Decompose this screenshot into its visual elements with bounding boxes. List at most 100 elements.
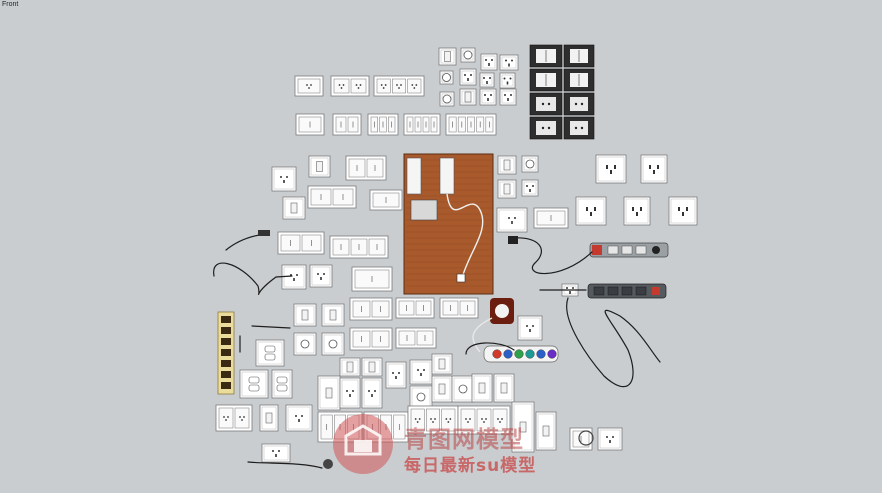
multi-gang-plate[interactable] [295,113,325,136]
wall-plate[interactable] [511,401,535,453]
wall-plate[interactable] [517,315,543,341]
wall-plate[interactable] [479,88,497,106]
grey-power-strip-upper[interactable] [589,242,669,258]
cable-to-strip[interactable] [511,237,593,275]
wall-plate[interactable] [431,375,453,403]
wall-plate[interactable] [480,53,498,71]
multi-gang-plate[interactable] [373,75,425,97]
coiled-cable-left[interactable] [213,262,293,295]
multi-gang-plate[interactable] [533,207,569,229]
wall-plate[interactable] [460,47,476,63]
dark-plates-group[interactable] [529,44,595,140]
multi-gang-plate[interactable] [329,235,389,259]
multi-gang-plate[interactable] [294,75,324,97]
wall-plate[interactable] [361,357,383,377]
wall-plate[interactable] [309,264,333,288]
cable-with-plug-left[interactable] [225,233,267,251]
wall-plate[interactable] [471,373,493,403]
multi-gang-plate[interactable] [349,327,393,351]
multi-gang-plate[interactable] [307,185,357,209]
wall-plate[interactable] [293,303,317,327]
wall-plate[interactable] [623,196,651,226]
wall-plate[interactable] [438,47,457,66]
multi-gang-plate[interactable] [407,405,459,435]
wall-plate[interactable] [259,404,279,432]
wall-plate[interactable] [479,72,495,88]
wall-plate[interactable] [497,179,517,199]
multi-gang-plate[interactable] [351,266,393,292]
wall-plate[interactable] [321,332,345,356]
wooden-display-board[interactable] [403,153,494,295]
wall-plate[interactable] [668,196,698,226]
round-socket-plate[interactable] [490,298,514,324]
wall-plate[interactable] [409,359,433,385]
cables-group[interactable] [213,230,661,469]
multi-gang-plate[interactable] [345,155,387,181]
round-plug-icon[interactable] [323,459,333,469]
wall-plate[interactable] [499,72,516,89]
multi-gang-plate[interactable] [330,75,370,97]
dark-switch-plate[interactable] [563,116,595,140]
wall-plate[interactable] [497,155,517,175]
multi-gang-plate[interactable] [395,327,437,349]
multi-gang-plate[interactable] [369,189,403,211]
wall-plate[interactable] [361,377,383,409]
wall-plate[interactable] [575,196,607,226]
multi-gang-plate[interactable] [349,297,393,321]
wall-plate[interactable] [285,404,313,432]
wall-plate[interactable] [255,339,285,367]
wall-plate[interactable] [339,377,361,409]
dark-switch-plate[interactable] [529,68,563,92]
wall-plate[interactable] [499,54,519,71]
multi-gang-plate[interactable] [395,297,435,319]
wall-plate[interactable] [595,154,627,184]
wall-plate[interactable] [385,361,407,389]
colored-power-strip[interactable] [472,317,559,363]
wall-plate[interactable] [521,155,539,173]
wall-plate[interactable] [535,411,557,451]
wall-plate[interactable] [499,88,517,106]
wall-plates-group[interactable] [215,47,698,463]
wall-plate[interactable] [597,427,623,451]
coiled-cable-right[interactable] [566,297,661,388]
multi-gang-plate[interactable] [367,113,399,136]
wall-plate[interactable] [308,155,331,178]
wall-plate[interactable] [459,68,477,86]
wall-plate[interactable] [431,353,453,375]
multi-gang-plate[interactable] [277,231,325,255]
multi-gang-plate[interactable] [215,404,253,432]
multi-gang-plate[interactable] [439,297,479,319]
wall-plate[interactable] [496,207,528,233]
wall-plate[interactable] [459,88,477,106]
dark-switch-plate[interactable] [563,92,595,116]
strip-cord[interactable] [465,342,515,355]
dark-switch-plate[interactable] [529,44,563,68]
multi-gang-plate[interactable] [457,405,511,435]
wall-plate[interactable] [261,443,291,463]
wall-plate[interactable] [239,369,269,399]
wall-plate[interactable] [493,373,515,403]
wall-plate[interactable] [293,332,317,356]
wall-plate[interactable] [451,375,475,403]
wall-plate[interactable] [521,179,539,197]
wall-plate[interactable] [282,196,306,220]
multi-gang-plate[interactable] [445,113,497,136]
dark-switch-plate[interactable] [563,44,595,68]
wooden-board-group[interactable] [403,153,494,295]
bottom-cable[interactable] [247,461,323,469]
dark-switch-plate[interactable] [529,92,563,116]
wall-plate[interactable] [439,70,454,85]
wall-plate[interactable] [439,91,455,107]
wall-plate[interactable] [640,154,668,184]
wall-plate[interactable] [321,303,345,327]
wall-plate[interactable] [339,357,361,377]
dark-switch-plate[interactable] [529,116,563,140]
plug-head-icon[interactable] [258,230,270,236]
grey-power-strip-lower[interactable] [587,283,667,299]
wall-plate[interactable] [317,375,341,411]
power-strips-group[interactable] [217,242,669,395]
wall-plate[interactable] [271,166,297,192]
plug-head-icon[interactable] [508,236,518,244]
